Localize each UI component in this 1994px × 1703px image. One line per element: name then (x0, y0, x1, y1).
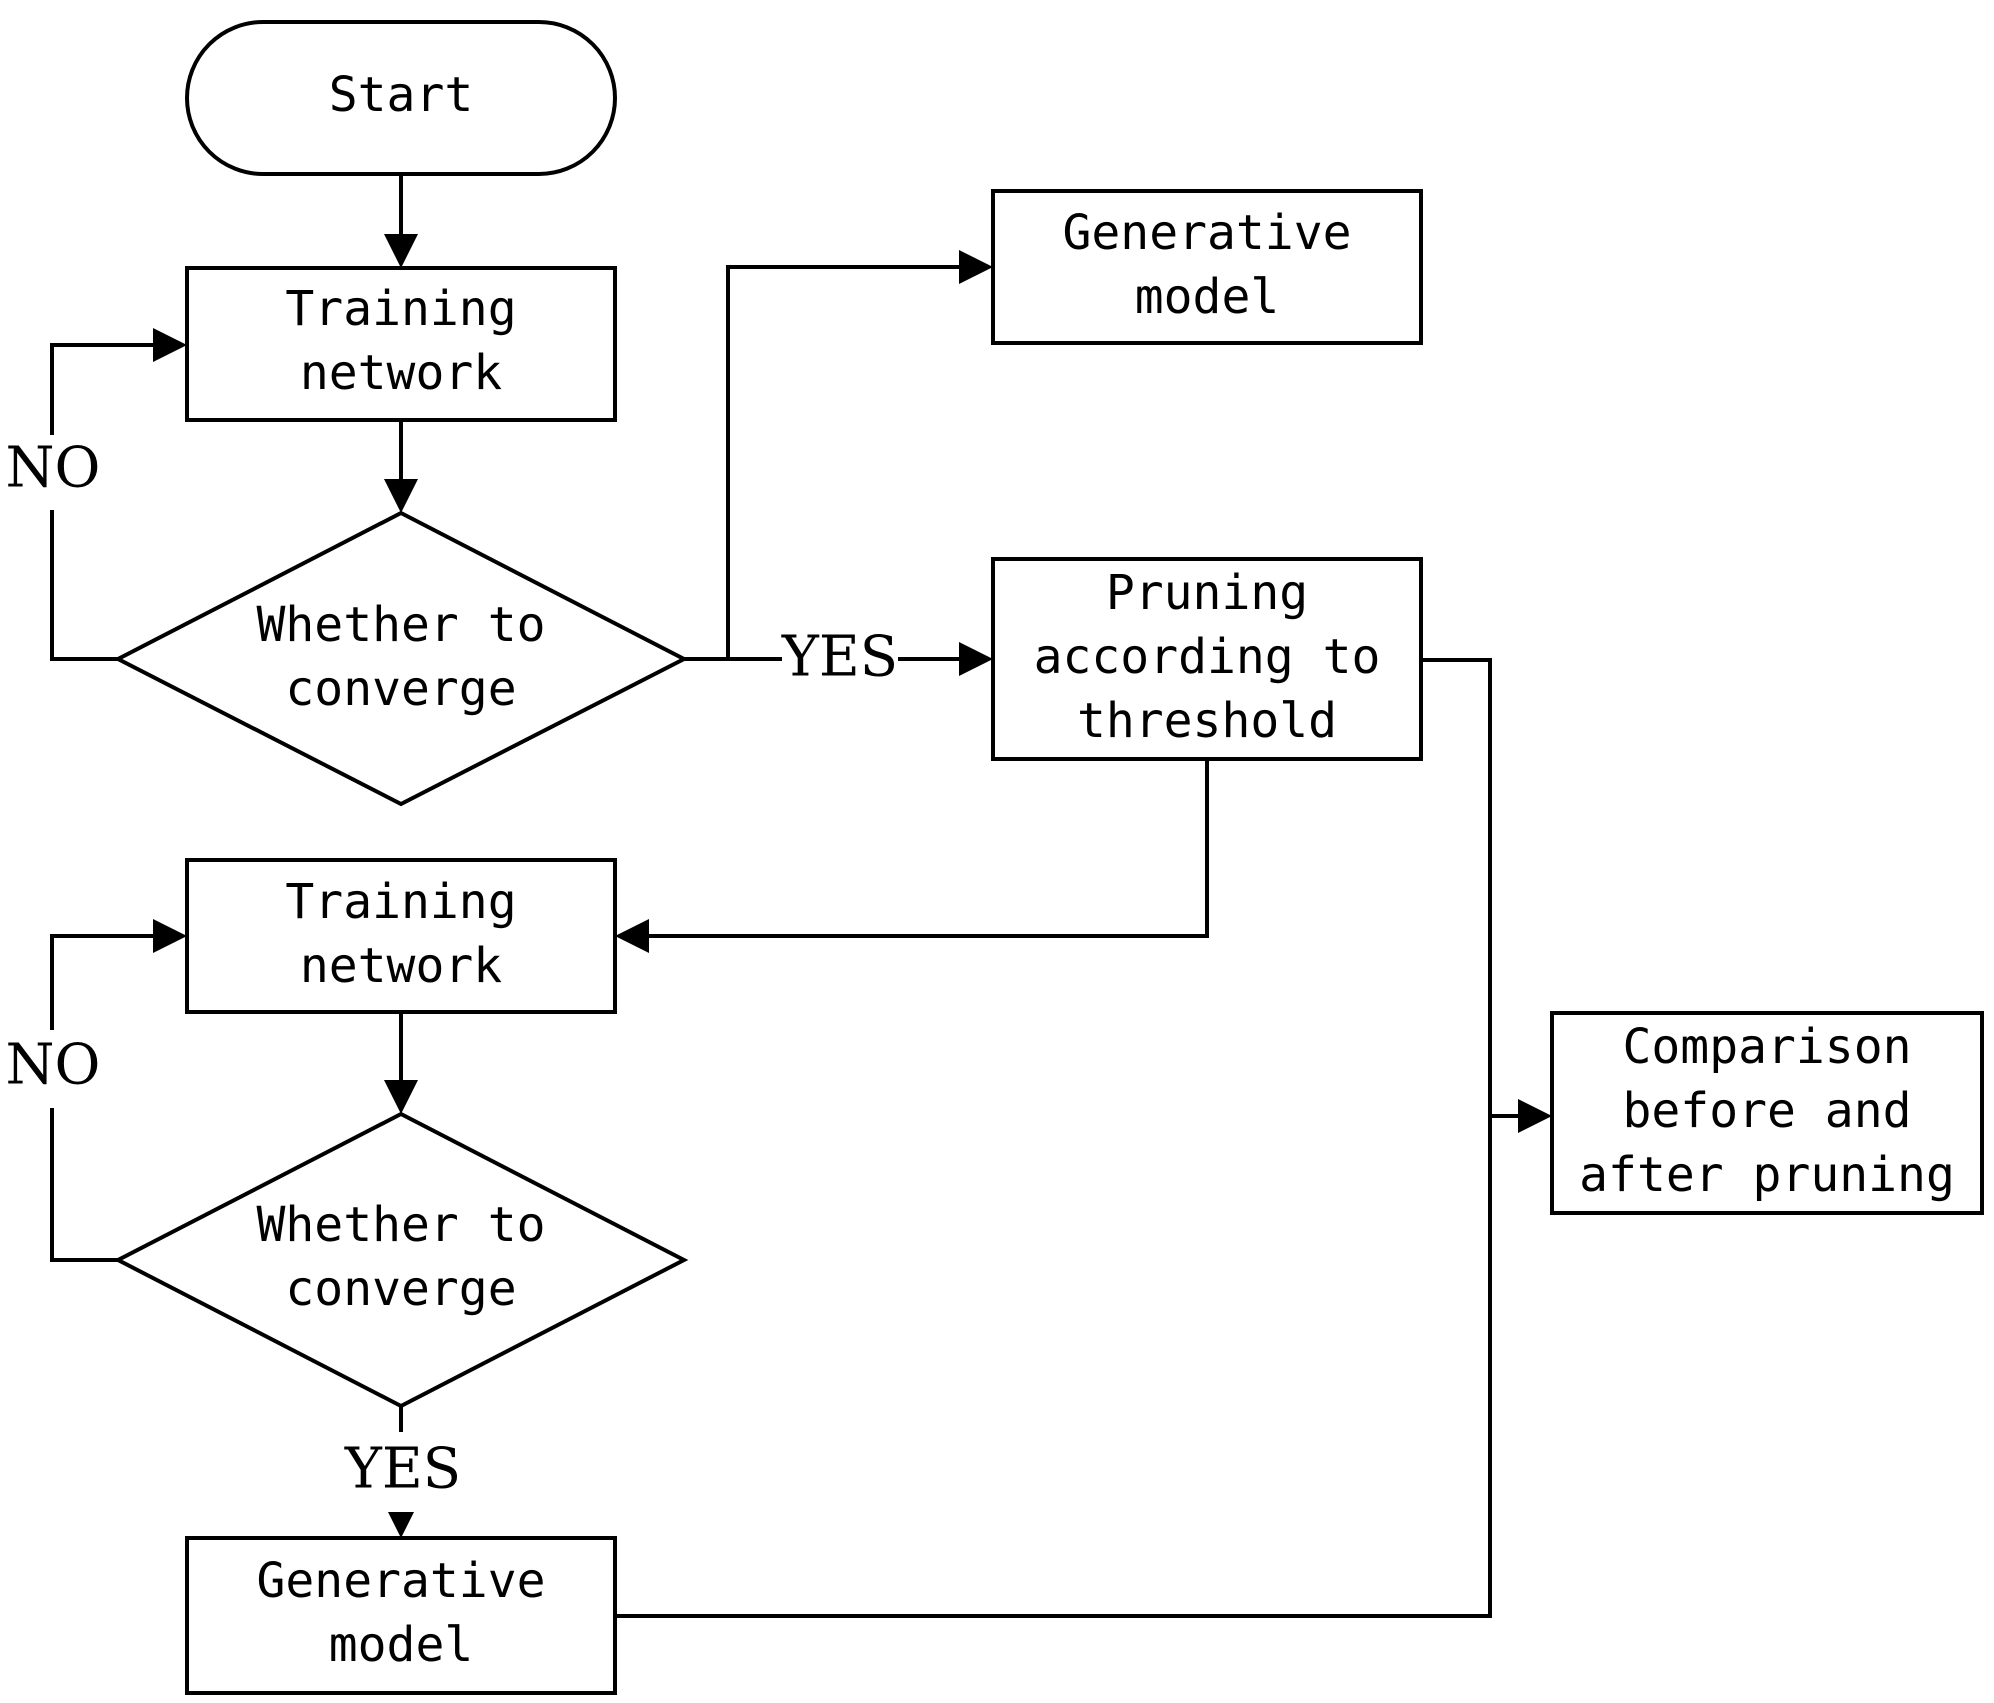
pruning-box: Pruning according to threshold (991, 557, 1423, 761)
no-label-2: NO (6, 1033, 101, 1098)
yes-label-1: YES (781, 625, 898, 690)
no-label-1: NO (6, 436, 101, 501)
generative-model-2-line-1: Generative (257, 1553, 546, 1609)
arrow-training-1-to-decision-1 (384, 420, 418, 513)
converge-1-line-2: converge (285, 661, 516, 717)
no-loop-arrow-1 (50, 328, 187, 661)
start-label: Start (329, 67, 474, 123)
converge-decision-2: Whether to converge (113, 1111, 689, 1409)
training-network-1-line-1: Training (285, 281, 516, 337)
generative-model-box-1: Generative model (991, 189, 1423, 345)
comparison-line-1: Comparison (1623, 1019, 1912, 1075)
training-network-2-line-2: network (300, 938, 502, 994)
arrow-start-to-training-1 (384, 174, 418, 268)
yes-label-2: YES (344, 1437, 461, 1502)
pruning-line-1: Pruning (1106, 565, 1308, 621)
pruning-line-3: threshold (1077, 693, 1337, 749)
converge-1-line-1: Whether to (257, 597, 546, 653)
arrow-to-generative-model-1 (726, 250, 993, 659)
converge-decision-1: Whether to converge (113, 510, 689, 807)
comparison-line-2: before and (1623, 1083, 1912, 1139)
yes-arrow-to-generative-model-2 (388, 1406, 414, 1538)
pruning-line-2: according to (1034, 629, 1381, 685)
no-loop-arrow-2 (50, 919, 187, 1262)
converge-2-line-1: Whether to (257, 1197, 546, 1253)
generative-model-1-line-1: Generative (1063, 205, 1352, 261)
training-network-box-1: Training network (185, 266, 617, 422)
arrow-training-2-to-decision-2 (384, 1012, 418, 1114)
start-node: Start (185, 20, 617, 176)
generative-model-1-line-2: model (1135, 269, 1280, 325)
converge-2-line-2: converge (285, 1261, 516, 1317)
arrow-to-comparison (615, 658, 1552, 1618)
training-network-1-line-2: network (300, 345, 502, 401)
comparison-line-3: after pruning (1579, 1147, 1955, 1203)
arrow-pruning-to-training-2 (615, 759, 1209, 953)
generative-model-box-2: Generative model (185, 1536, 617, 1695)
training-network-2-line-1: Training (285, 874, 516, 930)
comparison-box: Comparison before and after pruning (1550, 1011, 1984, 1215)
training-network-box-2: Training network (185, 858, 617, 1014)
generative-model-2-line-2: model (329, 1617, 474, 1673)
yes-arrow-to-pruning (684, 642, 993, 676)
